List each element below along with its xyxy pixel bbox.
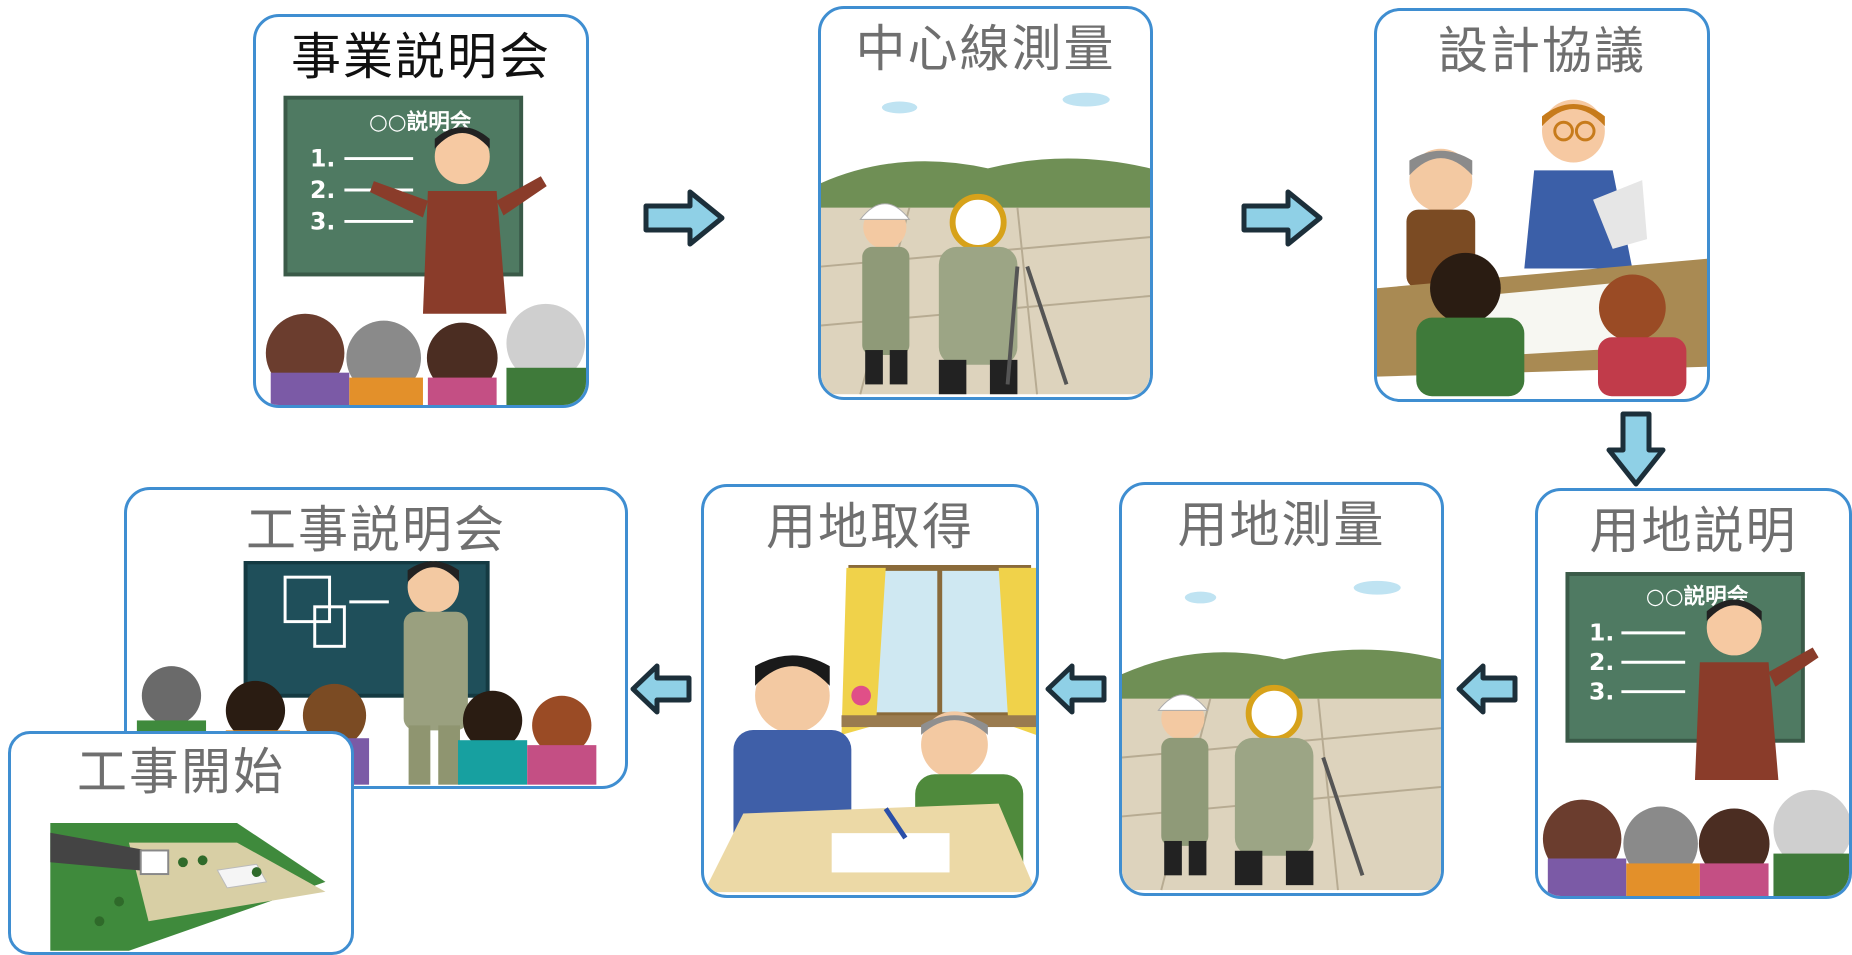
board-item: 2.: [1589, 648, 1614, 676]
left-arrow-icon: [1456, 663, 1518, 715]
step-title: 用地説明: [1589, 502, 1798, 560]
down-arrow-icon: [1606, 411, 1666, 487]
step-title: 工事開始: [77, 743, 285, 801]
step-title: 事業説明会: [291, 28, 551, 86]
step-card-business-briefing: 事業説明会 ○○説明会 1. 2. 3.: [253, 14, 589, 408]
step-card-land-briefing: 用地説明 ○○説明会 1. 2. 3.: [1535, 488, 1852, 899]
acquisition-illustration: [704, 565, 1036, 893]
board-item: 3.: [310, 207, 335, 235]
consultation-illustration: [1377, 99, 1707, 397]
briefing-illustration: ○○説明会 1. 2. 3.: [265, 95, 586, 405]
board-item: 1.: [310, 144, 335, 172]
step-card-construction-start: 工事開始: [8, 731, 354, 955]
step-card-centerline-survey: 中心線測量: [818, 6, 1153, 400]
step-card-design-consultation: 設計協議: [1374, 8, 1710, 402]
construction-start-illustration: [50, 822, 326, 951]
board-item: 3.: [1589, 678, 1614, 706]
right-arrow-icon: [643, 189, 725, 247]
step-title: 用地測量: [1177, 496, 1386, 554]
step-title: 中心線測量: [855, 20, 1116, 78]
left-arrow-icon: [630, 663, 692, 715]
board-item: 1.: [1589, 619, 1614, 647]
left-arrow-icon: [1045, 663, 1107, 715]
step-title: 用地取得: [766, 498, 974, 556]
step-title: 工事説明会: [246, 501, 506, 559]
board-item: 2.: [310, 176, 335, 204]
construction-briefing-illustration: [136, 561, 597, 785]
briefing-illustration: ○○説明会 1. 2. 3.: [1542, 572, 1849, 896]
step-title: 設計協議: [1438, 22, 1646, 80]
step-card-land-acquisition: 用地取得: [701, 484, 1039, 898]
survey-illustration: [821, 92, 1150, 395]
survey-illustration: [1122, 580, 1441, 891]
step-card-land-survey: 用地測量: [1119, 482, 1444, 896]
right-arrow-icon: [1241, 189, 1323, 247]
